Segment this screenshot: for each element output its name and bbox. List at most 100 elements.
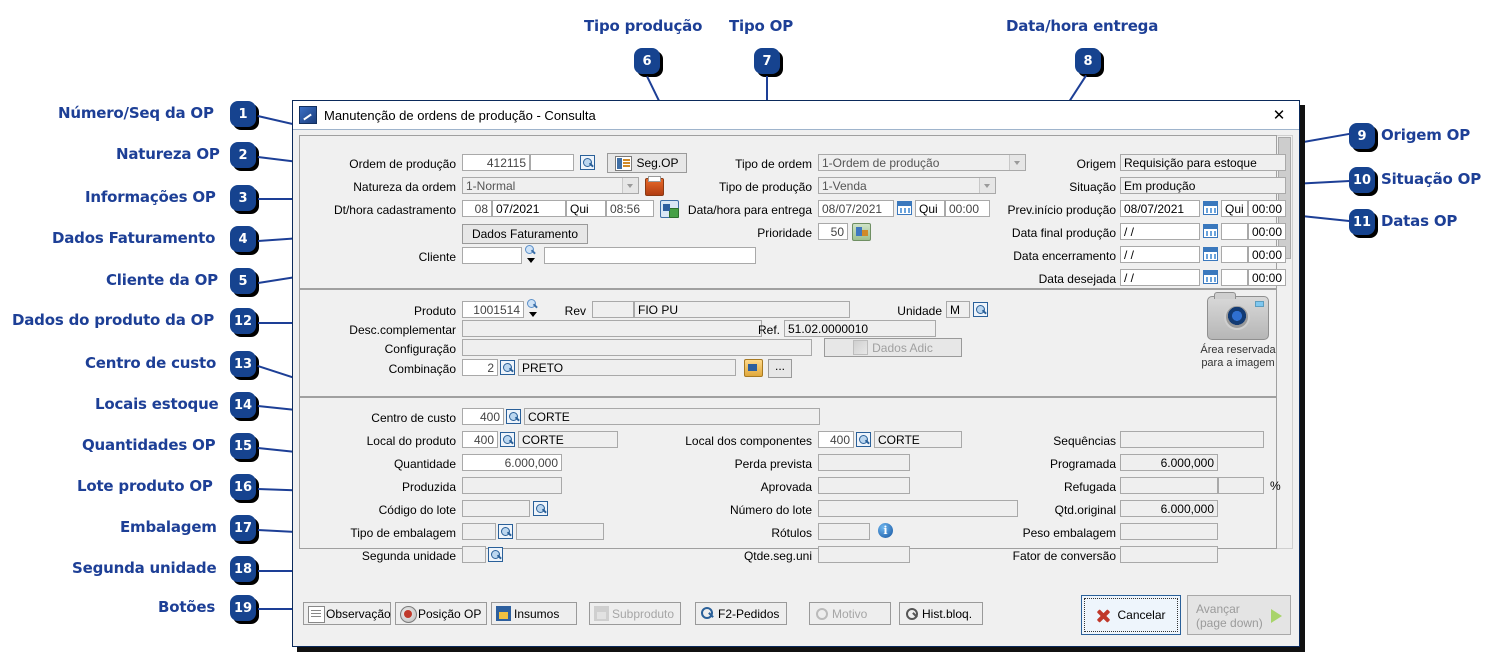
produto-dropdown-icon[interactable] xyxy=(529,312,537,317)
produzida-input[interactable] xyxy=(462,477,562,494)
tipo-embalagem-descricao-input[interactable] xyxy=(516,523,604,540)
cliente-nome-input[interactable] xyxy=(544,247,756,264)
observacao-button[interactable]: Observação xyxy=(303,602,391,625)
cliente-codigo-input[interactable] xyxy=(462,247,522,264)
unidade-label: Unidade xyxy=(897,304,942,318)
segunda-unidade-input[interactable] xyxy=(462,546,486,563)
cancel-button[interactable]: Cancelar xyxy=(1081,595,1181,635)
combinacao-codigo-input[interactable]: 2 xyxy=(462,359,498,376)
peso-embalagem-input[interactable] xyxy=(1120,523,1218,540)
desc-complementar-input[interactable] xyxy=(462,320,762,337)
tipo-ordem-label: Tipo de ordem xyxy=(735,157,812,171)
produto-search-icon[interactable] xyxy=(526,298,540,312)
produto-codigo-input[interactable]: 1001514 xyxy=(462,301,524,318)
advance-line2: (page down) xyxy=(1196,616,1263,630)
programada-input[interactable]: 6.000,000 xyxy=(1120,454,1218,471)
fator-conversao-input[interactable] xyxy=(1120,546,1218,563)
refugada-percent-input[interactable] xyxy=(1218,477,1264,494)
info-icon[interactable]: i xyxy=(878,523,893,538)
numero-lote-input[interactable] xyxy=(818,500,1018,517)
tipo-ordem-select[interactable]: 1-Ordem de produção xyxy=(818,154,1026,171)
data-entrega-input[interactable]: 08/07/2021 xyxy=(818,200,894,217)
annotation-label-7: Tipo OP xyxy=(729,17,793,35)
perda-prevista-label: Perda prevista xyxy=(734,457,812,471)
annotation-label-11: Datas OP xyxy=(1381,212,1458,230)
tipo-embalagem-codigo-input[interactable] xyxy=(462,523,496,540)
data-encerramento-input[interactable]: / / xyxy=(1120,246,1200,263)
leader-19 xyxy=(258,608,313,610)
codigo-lote-input[interactable] xyxy=(462,500,530,517)
posicao-op-button[interactable]: Posição OP xyxy=(395,602,487,625)
ordem-producao-search-icon[interactable] xyxy=(580,155,595,170)
insumos-button[interactable]: Insumos xyxy=(491,602,577,625)
seg-op-button[interactable]: Seg.OP xyxy=(607,153,687,173)
close-icon[interactable]: ✕ xyxy=(1272,107,1286,124)
calendar-icon[interactable] xyxy=(1203,247,1218,261)
f2-pedidos-button[interactable]: F2-Pedidos xyxy=(695,602,787,625)
quantidade-input[interactable]: 6.000,000 xyxy=(462,454,562,471)
perda-prevista-input[interactable] xyxy=(818,454,910,471)
annotation-badge-1: 1 xyxy=(230,101,256,127)
cadastro-hora-input[interactable]: 08:56 xyxy=(606,200,654,217)
annotation-badge-12: 12 xyxy=(230,308,256,334)
unidade-input[interactable]: M xyxy=(946,301,970,318)
local-produto-codigo-input[interactable]: 400 xyxy=(462,431,498,448)
local-produto-search-icon[interactable] xyxy=(500,432,515,447)
qtd-original-input[interactable]: 6.000,000 xyxy=(1120,500,1218,517)
more-options-button[interactable]: ... xyxy=(768,359,792,378)
segunda-unidade-search-icon[interactable] xyxy=(488,547,503,562)
cadastro-detail-icon[interactable] xyxy=(660,200,679,218)
data-final-dow xyxy=(1221,223,1248,240)
refugada-input[interactable] xyxy=(1120,477,1218,494)
tipo-producao-value: 1-Venda xyxy=(822,179,867,193)
local-componentes-codigo-input[interactable]: 400 xyxy=(818,431,854,448)
prev-inicio-hora-input[interactable]: 00:00 xyxy=(1248,200,1286,217)
combinacao-search-icon[interactable] xyxy=(500,360,515,375)
calendar-icon[interactable] xyxy=(897,201,912,215)
folder-icon[interactable] xyxy=(744,359,763,377)
rotulos-input[interactable] xyxy=(818,523,870,540)
ordem-producao-seq-input[interactable] xyxy=(530,154,574,171)
aprovada-input[interactable] xyxy=(818,477,910,494)
data-entrega-hora-input[interactable]: 00:00 xyxy=(945,200,990,217)
centro-custo-codigo-input[interactable]: 400 xyxy=(462,408,504,425)
cadastro-dia-input[interactable]: 08 xyxy=(462,200,492,217)
hist-bloq-button[interactable]: Hist.bloq. xyxy=(899,602,983,625)
ordem-producao-input[interactable]: 412115 xyxy=(462,154,530,171)
dados-faturamento-button[interactable]: Dados Faturamento xyxy=(462,224,588,244)
local-componentes-search-icon[interactable] xyxy=(856,432,871,447)
qtde-seg-uni-input[interactable] xyxy=(818,546,910,563)
cliente-dropdown-icon[interactable] xyxy=(527,258,535,263)
data-desejada-input[interactable]: / / xyxy=(1120,269,1200,286)
cadastro-data-input[interactable]: 07/2021 xyxy=(492,200,566,217)
prioridade-input[interactable]: 50 xyxy=(818,223,848,240)
calendar-icon[interactable] xyxy=(1203,270,1218,284)
rev-input[interactable] xyxy=(592,301,634,318)
prioridade-label: Prioridade xyxy=(757,226,812,240)
codigo-lote-search-icon[interactable] xyxy=(533,501,548,516)
calendar-icon[interactable] xyxy=(1203,224,1218,238)
prev-inicio-dow: Qui xyxy=(1221,200,1248,217)
configuracao-input[interactable] xyxy=(462,339,812,356)
advance-button[interactable]: Avançar (page down) xyxy=(1187,595,1291,635)
tipo-embalagem-label: Tipo de embalagem xyxy=(350,526,456,540)
data-final-hora-input[interactable]: 00:00 xyxy=(1248,223,1286,240)
unidade-search-icon[interactable] xyxy=(973,302,988,317)
tipo-producao-select[interactable]: 1-Venda xyxy=(818,177,996,194)
prioridade-icon[interactable] xyxy=(852,223,871,241)
calendar-icon[interactable] xyxy=(1203,201,1218,215)
data-encerramento-hora-input[interactable]: 00:00 xyxy=(1248,246,1286,263)
sequencias-input[interactable] xyxy=(1120,431,1264,448)
app-icon xyxy=(299,106,317,124)
tipo-embalagem-search-icon[interactable] xyxy=(498,524,513,539)
rev-label: Rev xyxy=(564,304,586,318)
data-final-input[interactable]: / / xyxy=(1120,223,1200,240)
prev-inicio-input[interactable]: 08/07/2021 xyxy=(1120,200,1200,217)
cliente-search-icon[interactable] xyxy=(524,244,538,258)
natureza-ordem-select[interactable]: 1-Normal xyxy=(462,177,639,194)
data-encerramento-label: Data encerramento xyxy=(1013,249,1116,263)
sequencias-label: Sequências xyxy=(1053,434,1116,448)
centro-custo-search-icon[interactable] xyxy=(506,409,521,424)
print-icon[interactable] xyxy=(645,176,664,196)
data-desejada-hora-input[interactable]: 00:00 xyxy=(1248,269,1286,286)
